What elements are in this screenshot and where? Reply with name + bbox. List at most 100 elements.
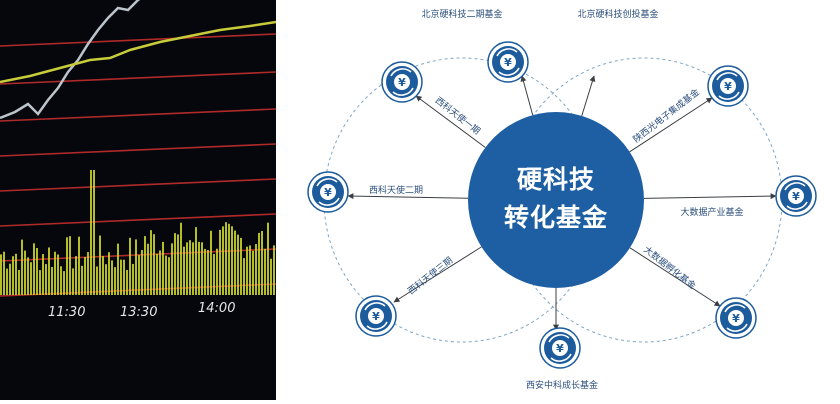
volume-bar [63, 271, 65, 295]
node-icons: ¥¥¥¥¥¥¥¥ [307, 41, 817, 369]
yen-icon: ¥ [556, 342, 564, 355]
center-title-line1: 硬科技 [517, 165, 595, 194]
cycle-arrow-top [390, 68, 412, 77]
arrow-xike-phase3 [393, 246, 482, 303]
volume-bar [261, 230, 263, 295]
volume-bar [39, 270, 41, 295]
volume-bar [237, 234, 239, 295]
volume-bar [90, 170, 92, 295]
grid-line [0, 143, 276, 157]
node-icon-beijing-venture: ¥ [487, 41, 529, 83]
volume-bar [186, 242, 188, 295]
photo-background [0, 0, 276, 400]
cycle-arrow-bottom [318, 197, 340, 206]
volume-bar [42, 254, 44, 295]
volume-bar [222, 226, 224, 295]
volume-bar [219, 229, 221, 295]
yen-coin [552, 340, 568, 356]
volume-bar [114, 267, 116, 295]
yen-icon: ¥ [724, 80, 732, 93]
yen-icon: ¥ [372, 310, 380, 323]
volume-bar [159, 250, 161, 295]
volume-bar [48, 247, 50, 295]
volume-bar [105, 264, 107, 295]
volume-bar [162, 241, 164, 295]
volume-bar [33, 243, 35, 295]
volume-bar [201, 242, 203, 295]
volume-bar [267, 222, 269, 295]
volume-bar [255, 244, 257, 295]
grid-line [0, 213, 276, 227]
volume-bar [126, 269, 128, 295]
volume-bar [168, 257, 170, 295]
volume-bar [180, 222, 182, 295]
volume-bars [0, 170, 275, 295]
volume-bar [252, 250, 254, 295]
volume-bar [87, 252, 89, 295]
center-title-line2: 转化基金 [504, 203, 608, 232]
arrow-beijing-phase2 [520, 75, 534, 116]
volume-bar [120, 259, 122, 295]
yen-icon: ¥ [792, 190, 800, 203]
time-label-2: 13:30 [120, 305, 157, 320]
volume-bar [138, 255, 140, 295]
node-icon-shaanxi: ¥ [707, 65, 749, 107]
grid-line [0, 71, 276, 85]
node-icon-xike-phase2: ¥ [307, 171, 349, 213]
stock-chart-photo: 11:30 13:30 14:00 [0, 0, 276, 400]
volume-bar [78, 236, 80, 295]
volume-bar [192, 242, 194, 295]
node-icon-big-data-incubator: ¥ [715, 297, 757, 339]
arrow-beijing-venture [581, 75, 596, 117]
cycle-arrow-top [496, 48, 518, 57]
cycle-arrow-top [364, 302, 386, 311]
volume-bar [171, 243, 173, 295]
volume-bar [111, 260, 113, 295]
volume-bar [117, 243, 119, 295]
arrow-shaanxi [629, 97, 713, 153]
volume-bar [234, 230, 236, 295]
volume-bar [231, 226, 233, 295]
volume-bar [57, 254, 59, 295]
volume-bar [72, 268, 74, 295]
volume-bar [144, 236, 146, 295]
diagram-svg: ¥¥¥¥¥¥¥¥ 硬科技 转化基金 北京硬科技二期基金 北京硬科技创投基金 陕西… [307, 8, 817, 391]
arrow-xike-phase2 [347, 193, 469, 200]
volume-bar [21, 239, 23, 295]
volume-bar [165, 255, 167, 295]
cycle-arrow-top [548, 334, 570, 343]
grid-lines [0, 33, 276, 297]
node-icon-big-data-industry: ¥ [775, 175, 817, 217]
yen-coin [368, 308, 384, 324]
arrow-xike-phase1 [415, 95, 486, 148]
volume-bar [183, 246, 185, 295]
grid-line [0, 108, 276, 122]
cycle-arrow-bottom [366, 321, 388, 330]
yen-icon: ¥ [324, 186, 332, 199]
volume-bar [225, 222, 227, 295]
volume-bar [189, 240, 191, 295]
volume-bar [12, 256, 14, 295]
node-label-beijing-venture: 北京硬科技创投基金 [577, 8, 658, 20]
volume-bar [204, 248, 206, 295]
volume-bar [153, 234, 155, 295]
volume-bar [147, 243, 149, 295]
volume-bar [99, 235, 101, 295]
volume-bar [177, 234, 179, 295]
volume-bar [150, 230, 152, 295]
volume-bar [243, 258, 245, 295]
yen-coin [500, 54, 516, 70]
volume-bar [198, 241, 200, 295]
volume-bar [270, 258, 272, 295]
volume-bar [216, 248, 218, 295]
volume-bar [246, 246, 248, 295]
yen-coin [728, 310, 744, 326]
volume-bar [213, 253, 215, 295]
volume-bar [69, 236, 71, 295]
volume-bar [273, 245, 275, 295]
volume-bar [135, 239, 137, 295]
grid-line [0, 33, 276, 47]
node-label-xike-phase1: 西科天使一期 [433, 94, 483, 137]
cycle-arrow-bottom [392, 87, 414, 96]
yen-coin [320, 184, 336, 200]
